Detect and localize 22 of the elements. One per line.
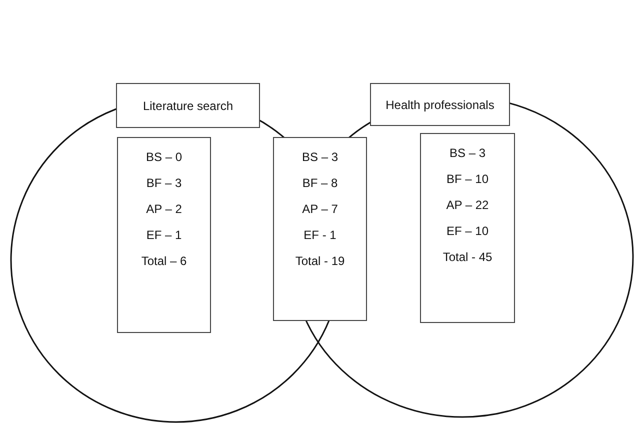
count-label: BS – 0: [144, 150, 184, 164]
count-label: EF – 1: [145, 228, 183, 242]
group-heading: Literature search: [142, 98, 234, 112]
count-box: [420, 133, 515, 323]
count-label: BF – 3: [145, 176, 183, 190]
count-label: AP – 7: [301, 202, 339, 216]
count-label: BS – 3: [448, 146, 487, 160]
count-label: EF - 1: [302, 228, 338, 242]
count-label: BS – 3: [300, 150, 340, 164]
count-label: AP – 22: [445, 198, 490, 212]
count-label: AP – 2: [145, 202, 183, 216]
count-box: [117, 137, 211, 333]
count-label: Total - 19: [294, 254, 346, 268]
count-label: BF – 10: [445, 172, 490, 186]
count-box: [273, 137, 367, 321]
count-label: Total - 45: [442, 250, 494, 264]
heading-box: [370, 83, 510, 126]
count-label: BF – 8: [301, 176, 339, 190]
count-label: EF – 10: [445, 224, 490, 238]
heading-box: [116, 83, 260, 128]
group-heading: Health professionals: [386, 98, 494, 112]
count-label: Total – 6: [140, 254, 188, 268]
